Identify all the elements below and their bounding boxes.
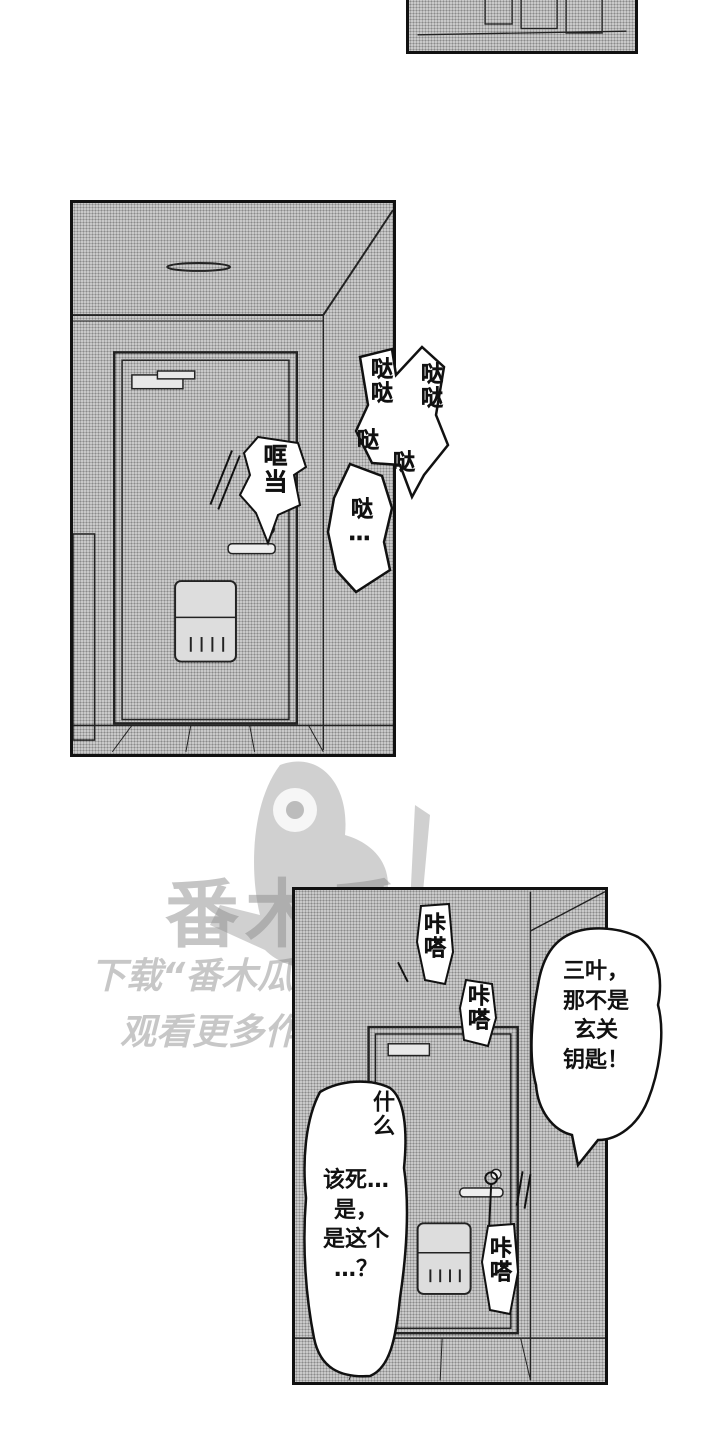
sfx-steps-text-2: 哒哒	[417, 362, 442, 410]
sfx-click-bubble-1	[415, 902, 455, 987]
sfx-click-text-2: 咔嗒	[464, 984, 489, 1032]
sfx-click-text-1: 咔嗒	[420, 912, 445, 960]
sfx-click-bubble-2	[458, 978, 498, 1048]
sfx-click-bubble-3	[480, 1222, 520, 1317]
speech-text-left: 该死… 是， 是这个 …？	[322, 1168, 389, 1283]
sfx-clang-text: 哐当	[259, 443, 287, 495]
speech-text-right: 三叶， 那不是 玄关 钥匙！	[562, 959, 629, 1074]
hallway-door-drawing	[73, 209, 393, 753]
sfx-click-text-3: 咔嗒	[486, 1236, 511, 1284]
sfx-steps-text-1: 哒哒	[367, 357, 392, 405]
panel-door-footsteps: 哐当	[70, 200, 396, 757]
speech-bubble-right: 三叶， 那不是 玄关 钥匙！	[528, 925, 666, 1168]
sfx-steps-bubble-lower	[326, 462, 396, 594]
speech-bubble-left: 什么 该死… 是， 是这个 …？	[300, 1078, 412, 1378]
sfx-steps-text-4: 哒	[389, 450, 414, 474]
sfx-steps-text-5: 哒…	[347, 497, 372, 548]
speech-text-left-top: 什么	[369, 1090, 394, 1138]
sfx-steps-bubble-upper	[352, 345, 452, 500]
building-windows-drawing	[417, 0, 627, 36]
sfx-steps-text-3: 哒	[353, 428, 378, 452]
panel-top-partial	[406, 0, 638, 54]
sfx-clang-burst	[238, 435, 308, 546]
